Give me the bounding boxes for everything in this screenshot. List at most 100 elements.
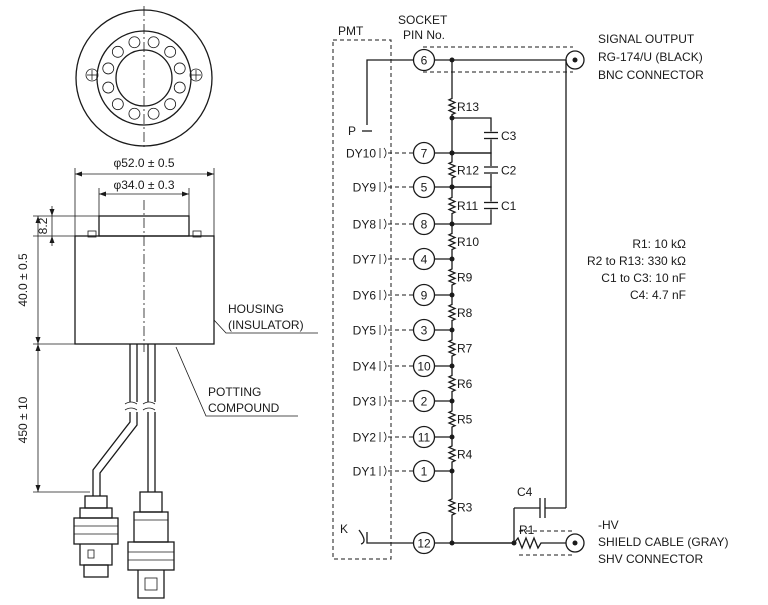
capacitor-lead-bottom xyxy=(452,209,492,225)
junction-dot xyxy=(449,150,455,156)
potting-label-2: COMPOUND xyxy=(208,401,280,415)
cathode-wiring: K xyxy=(340,522,413,545)
housing-label-1: HOUSING xyxy=(228,302,284,316)
signal-output-label-1: SIGNAL OUTPUT xyxy=(598,32,695,46)
r1-label: R1 xyxy=(519,523,535,537)
signal-output-label-2: RG-174/U (BLACK) xyxy=(598,50,703,64)
dynode-symbol xyxy=(379,431,387,443)
dynode-dy4-pin-number: 10 xyxy=(417,360,431,374)
dynode-symbol xyxy=(379,465,387,477)
resistor-r4 xyxy=(447,437,457,471)
resistor-label-r11: R11 xyxy=(457,199,478,213)
resistor-label-r5: R5 xyxy=(457,413,473,427)
dynode-symbol xyxy=(379,181,387,193)
dynode-symbol xyxy=(379,360,387,372)
junction-dot xyxy=(449,292,455,298)
top-view xyxy=(75,6,213,150)
dimension-cable: 450 ± 10 xyxy=(16,344,90,493)
junction-dot xyxy=(449,256,455,262)
dynode-label: DY5 xyxy=(353,324,377,338)
dimension-inner: φ34.0 ± 0.3 xyxy=(98,178,190,216)
dynode-label: DY9 xyxy=(353,181,377,195)
junction-dot xyxy=(449,363,455,369)
socket-label-2: PIN No. xyxy=(403,28,445,42)
mounting-screw-right xyxy=(189,68,203,82)
cables xyxy=(92,344,156,496)
junction-dot xyxy=(449,115,455,121)
dynode-dy8-pin-number: 8 xyxy=(421,218,428,232)
socket-label-1: SOCKET xyxy=(398,13,448,27)
dynode-dy1-pin-number: 1 xyxy=(421,465,428,479)
hv-cable-shield xyxy=(519,530,573,556)
dynode-label: DY8 xyxy=(353,218,377,232)
anode-wiring: P xyxy=(348,59,566,138)
junction-dot xyxy=(449,468,455,474)
shv-connector-symbol xyxy=(565,533,585,553)
dynode-dy2-pin-number: 11 xyxy=(418,431,431,445)
potting-label-1: POTTING xyxy=(208,385,261,399)
pin-hole xyxy=(111,98,124,111)
resistor-label-r12: R12 xyxy=(457,164,479,178)
dynode-dy10-pin-number: 7 xyxy=(421,147,428,161)
signal-output-label-3: BNC CONNECTOR xyxy=(598,68,704,82)
dynode-label: DY3 xyxy=(353,395,377,409)
dynode-label: DY4 xyxy=(353,360,377,374)
capacitor-lead-top xyxy=(452,152,492,166)
dynode-dy5-pin-number: 3 xyxy=(421,324,428,338)
resistor-label-r3: R3 xyxy=(457,501,473,515)
dynode-dy9-pin-number: 5 xyxy=(421,181,428,195)
capacitor-lead-top xyxy=(452,186,492,202)
capacitor-label-c3: C3 xyxy=(501,129,517,143)
resistor-label-r7: R7 xyxy=(457,342,473,356)
resistor-label-r8: R8 xyxy=(457,306,473,320)
cathode-label: K xyxy=(340,522,348,536)
resistor-label-r4: R4 xyxy=(457,448,473,462)
hv-filter: C4 R1 xyxy=(434,60,567,550)
dim-inner-dia-label: φ34.0 ± 0.3 xyxy=(113,178,174,192)
resistor-r6 xyxy=(447,366,457,401)
housing-body xyxy=(74,235,215,345)
pin-hole xyxy=(164,45,177,58)
bnc-connector-symbol xyxy=(565,50,585,70)
pin-hole xyxy=(173,62,186,75)
resistor-label-r13: R13 xyxy=(457,100,479,114)
hv-label-2: SHIELD CABLE (GRAY) xyxy=(598,535,728,549)
mounting-screw-left xyxy=(85,68,99,82)
pmt-box: PMT xyxy=(332,24,392,560)
pin-hole xyxy=(173,81,186,94)
junction-dot xyxy=(449,398,455,404)
resistor-r10 xyxy=(447,224,457,259)
junction-dot xyxy=(449,57,455,63)
resistor-r3 xyxy=(447,471,457,543)
junction-dot xyxy=(449,327,455,333)
resistor-r13 xyxy=(447,60,457,153)
resistor-r5 xyxy=(447,401,457,437)
top-view-pin-holes xyxy=(102,36,186,120)
anode-label: P xyxy=(348,124,356,138)
divider-ladder: R13R12R11R10R9R8R7R6R5R4R3R2 xyxy=(447,0,514,546)
screw-head-right xyxy=(192,230,202,238)
pin-hole xyxy=(102,81,115,94)
hv-label-3: SHV CONNECTOR xyxy=(598,552,703,566)
junction-dot xyxy=(449,434,455,440)
dynode-symbol xyxy=(379,324,387,336)
resistor-r12 xyxy=(447,153,457,187)
anode-pin-number: 6 xyxy=(421,54,428,68)
dynode-dy3-pin-number: 2 xyxy=(421,395,428,409)
pin-hole xyxy=(164,98,177,111)
dynode-symbol xyxy=(379,289,387,301)
signal-cable-shield xyxy=(423,46,573,73)
side-view xyxy=(74,200,215,352)
dynode-symbol xyxy=(379,218,387,230)
pmt-label: PMT xyxy=(338,24,364,38)
dynode-dy7-pin-number: 4 xyxy=(421,253,428,267)
dimension-height: 40.0 ± 0.5 xyxy=(16,216,75,345)
resistor-label-r9: R9 xyxy=(457,271,473,285)
c4-label: C4 xyxy=(517,485,533,499)
spec-c1-c3: C1 to C3: 10 nF xyxy=(601,271,686,285)
spec-r2-r13: R2 to R13: 330 kΩ xyxy=(587,254,686,268)
capacitor-lead-bottom xyxy=(452,139,492,154)
dim-cable-label: 450 ± 10 xyxy=(16,396,30,443)
